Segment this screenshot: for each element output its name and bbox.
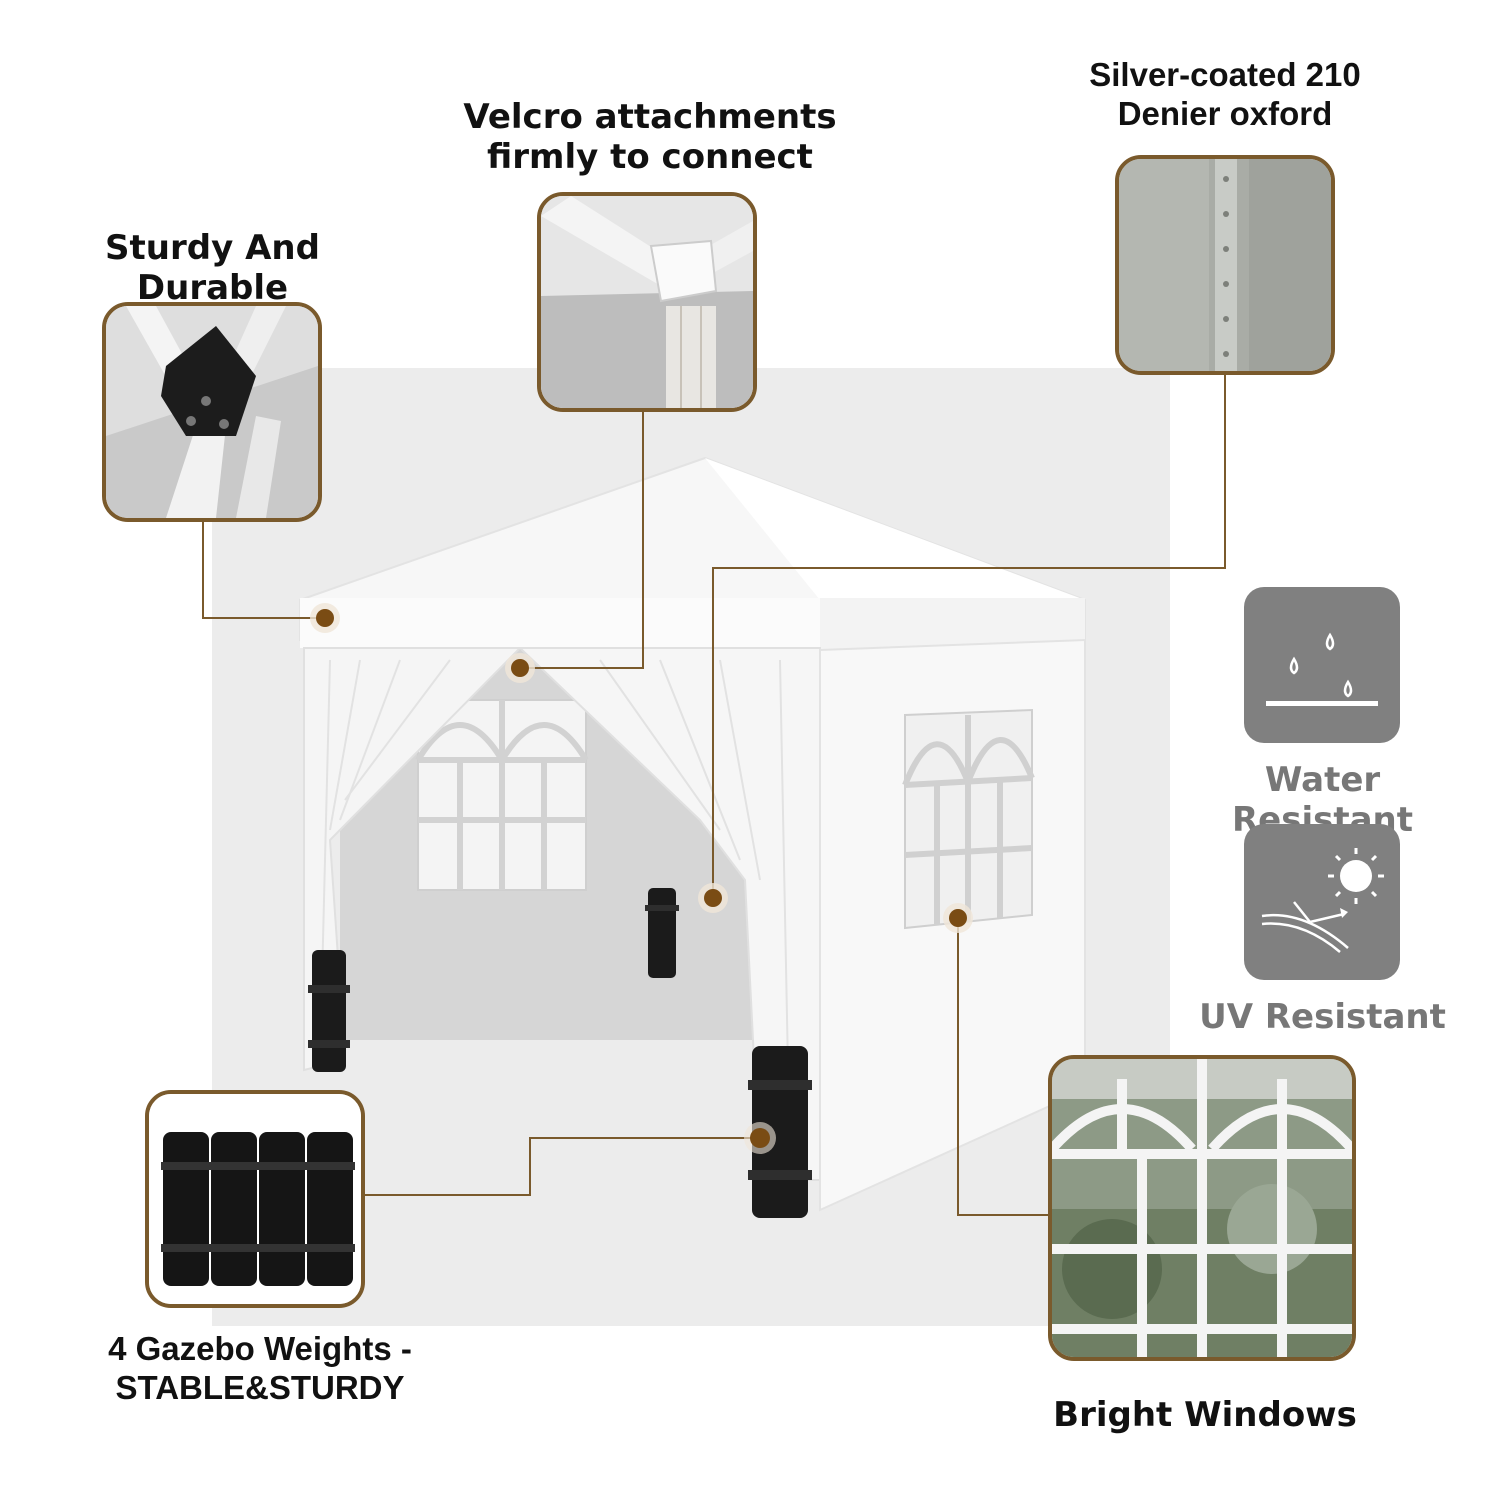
velcro-label-line2: firmly to connect — [487, 137, 813, 178]
water-resistant-icon — [1244, 587, 1400, 743]
oxford-label-line2: Denier oxford — [1117, 94, 1333, 132]
gazebo-weights-label-line2: STABLE&STURDY — [115, 1368, 405, 1406]
velcro-label: Velcro attachments firmly to connect — [430, 97, 870, 177]
uv-resistant-icon — [1244, 824, 1400, 980]
oxford-fabric-closeup — [1115, 155, 1335, 375]
velcro-closeup — [537, 192, 757, 412]
bright-windows-closeup — [1048, 1055, 1356, 1361]
oxford-label: Silver-coated 210 Denier oxford — [1040, 56, 1410, 134]
gazebo-weights-label-line1: 4 Gazebo Weights - — [108, 1330, 412, 1367]
sturdy-label: Sturdy And Durable — [105, 228, 320, 309]
sturdy-frame-closeup — [102, 302, 322, 522]
bright-windows-label: Bright Windows — [1053, 1395, 1357, 1435]
gazebo-weights-label: 4 Gazebo Weights - STABLE&STURDY — [60, 1330, 460, 1408]
gazebo-weights-closeup — [145, 1090, 365, 1308]
uv-resistant-label: UV Resistant — [1199, 997, 1446, 1037]
velcro-label-line1: Velcro attachments — [463, 97, 837, 137]
oxford-label-line1: Silver-coated 210 — [1089, 56, 1361, 93]
